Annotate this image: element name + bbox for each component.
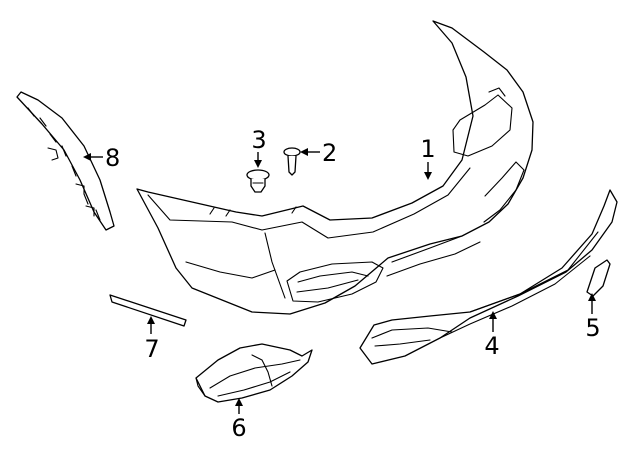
callout-2: 2 (322, 139, 337, 167)
exhaust-trim (195, 343, 313, 403)
callout-1: 1 (420, 135, 435, 163)
leader-1-arrowhead (424, 172, 432, 180)
callout-6: 6 (231, 414, 246, 442)
rear-bumper-cover (136, 20, 534, 315)
callout-4: 4 (484, 332, 499, 360)
callout-5: 5 (585, 314, 600, 342)
side-bracket (16, 91, 115, 231)
leader-2-arrowhead (300, 148, 308, 156)
leader-lines (83, 148, 596, 414)
callout-7: 7 (144, 335, 159, 363)
leader-6-arrowhead (235, 398, 243, 406)
leader-7-arrowhead (147, 316, 155, 324)
screw (283, 147, 301, 176)
callout-3: 3 (251, 126, 266, 154)
small-bracket (586, 259, 611, 297)
leader-5-arrowhead (588, 293, 596, 301)
leader-8-arrowhead (83, 153, 91, 161)
reflector-strip (109, 294, 187, 327)
push-clip (246, 169, 270, 193)
leader-3-arrowhead (254, 160, 262, 168)
callout-labels: 1 2 3 4 5 6 7 8 (105, 126, 601, 442)
leader-4-arrowhead (489, 311, 497, 319)
lower-diffuser (359, 189, 618, 365)
callout-8: 8 (105, 144, 120, 172)
